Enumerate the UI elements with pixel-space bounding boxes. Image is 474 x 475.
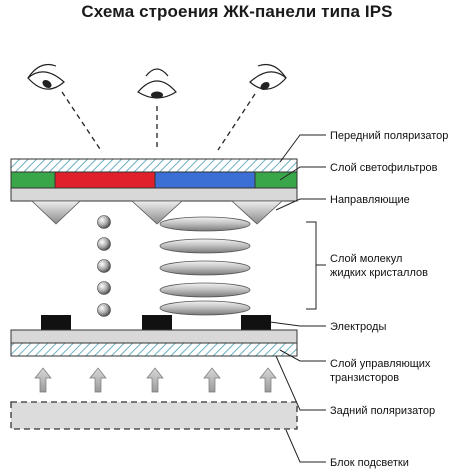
filter-blue (154, 171, 256, 189)
label-front-polarizer: Передний поляризатор (330, 130, 448, 142)
electrode-left (41, 315, 71, 330)
guides (31, 200, 284, 225)
label-rear-polarizer: Задний поляризатор (330, 405, 435, 417)
labels: Передний поляризатор Слой светофильтров … (330, 130, 448, 469)
rear-polarizer-layer (10, 342, 298, 357)
guide-center (130, 200, 184, 225)
backlight-arrows (34, 367, 277, 393)
front-polarizer-layer (10, 158, 298, 173)
label-guides: Направляющие (330, 194, 410, 206)
sight-lines (61, 91, 256, 153)
eye-icon-center (137, 68, 177, 99)
guide-right (230, 200, 284, 225)
lc-molecules-off (97, 215, 111, 317)
color-filter-layer (10, 171, 298, 189)
label-transistors-1: Слой управляющих (330, 358, 431, 370)
filter-green-left (10, 171, 56, 189)
label-electrodes: Электроды (330, 321, 386, 333)
label-backlight: Блок подсветки (330, 457, 409, 469)
label-liquid-crystals-1: Слой молекул (330, 253, 402, 265)
lc-molecules-on (159, 216, 251, 316)
guide-left (31, 200, 81, 225)
eye-icon-left (27, 63, 65, 90)
label-transistors-2: транзисторов (330, 372, 399, 384)
eye-icon-right (249, 63, 287, 91)
filter-red (54, 171, 156, 189)
backlight-unit (10, 401, 298, 430)
electrodes (41, 315, 271, 330)
electrode-right (241, 315, 271, 330)
diagram-title: Схема строения ЖК-панели типа IPS (81, 2, 393, 21)
leader-lines (269, 134, 326, 463)
filter-green-right (254, 171, 298, 189)
label-color-filters: Слой светофильтров (330, 162, 438, 174)
transistor-substrate-layer (10, 329, 298, 344)
upper-substrate-layer (10, 187, 298, 202)
label-liquid-crystals-2: жидких кристаллов (330, 267, 428, 279)
electrode-center (142, 315, 172, 330)
